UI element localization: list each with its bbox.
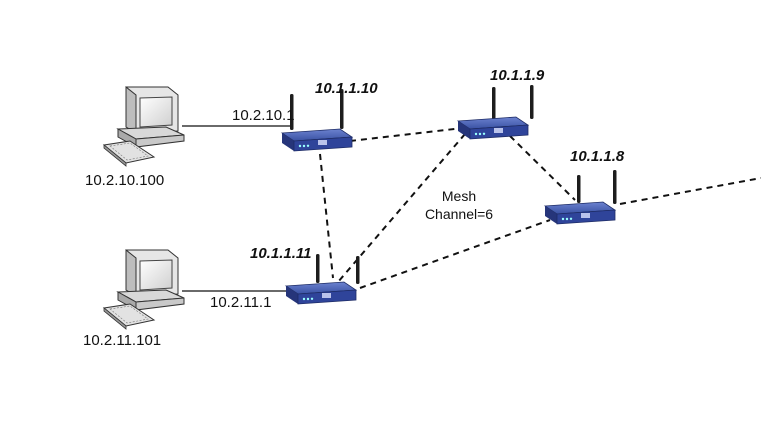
monitor-screen (139, 259, 173, 291)
router-r8 (543, 170, 617, 225)
mesh-links (319, 127, 761, 289)
mesh-label-line1: Mesh (441, 188, 477, 204)
mesh-link-r8-out (619, 177, 761, 205)
router-front (458, 121, 470, 139)
antenna-right (356, 256, 360, 284)
router-label-r10: 10.1.1.10 (315, 80, 378, 97)
mesh-link-r10-r9 (349, 127, 464, 142)
router-front (286, 286, 298, 304)
antenna-left (290, 94, 294, 130)
monitor-screen (139, 96, 173, 128)
monitor-front (125, 85, 137, 134)
antenna-left (492, 87, 496, 119)
computer-label-pc2: 10.2.11.101 (83, 332, 162, 349)
antenna-right (530, 85, 534, 119)
computer-pc2 (102, 248, 185, 330)
antenna-right (340, 89, 344, 129)
computer-pc1 (102, 85, 185, 167)
antenna-right (613, 170, 617, 204)
mesh-label: Mesh Channel=6 (414, 187, 504, 223)
monitor-front (125, 248, 137, 297)
router-r10 (280, 89, 354, 152)
link-label-pc2: 10.2.11.1 (210, 294, 272, 311)
router-r11 (284, 254, 360, 305)
router-label-r8: 10.1.1.8 (570, 148, 625, 165)
router-label-r11: 10.1.1.11 (250, 245, 312, 262)
link-label-pc1: 10.2.10.1 (232, 107, 295, 124)
router-r9 (456, 85, 534, 140)
mesh-link-r10-r11 (319, 153, 334, 279)
antenna-left (316, 254, 320, 283)
mesh-link-r11-r8 (359, 219, 551, 289)
router-label-r9: 10.1.1.9 (490, 67, 545, 84)
mesh-link-r9-r8 (509, 135, 576, 201)
computer-label-pc1: 10.2.10.100 (85, 172, 165, 189)
router-front (545, 206, 557, 224)
antenna-left (577, 175, 581, 203)
router-front (282, 133, 294, 151)
mesh-label-line2: Channel=6 (424, 206, 494, 222)
